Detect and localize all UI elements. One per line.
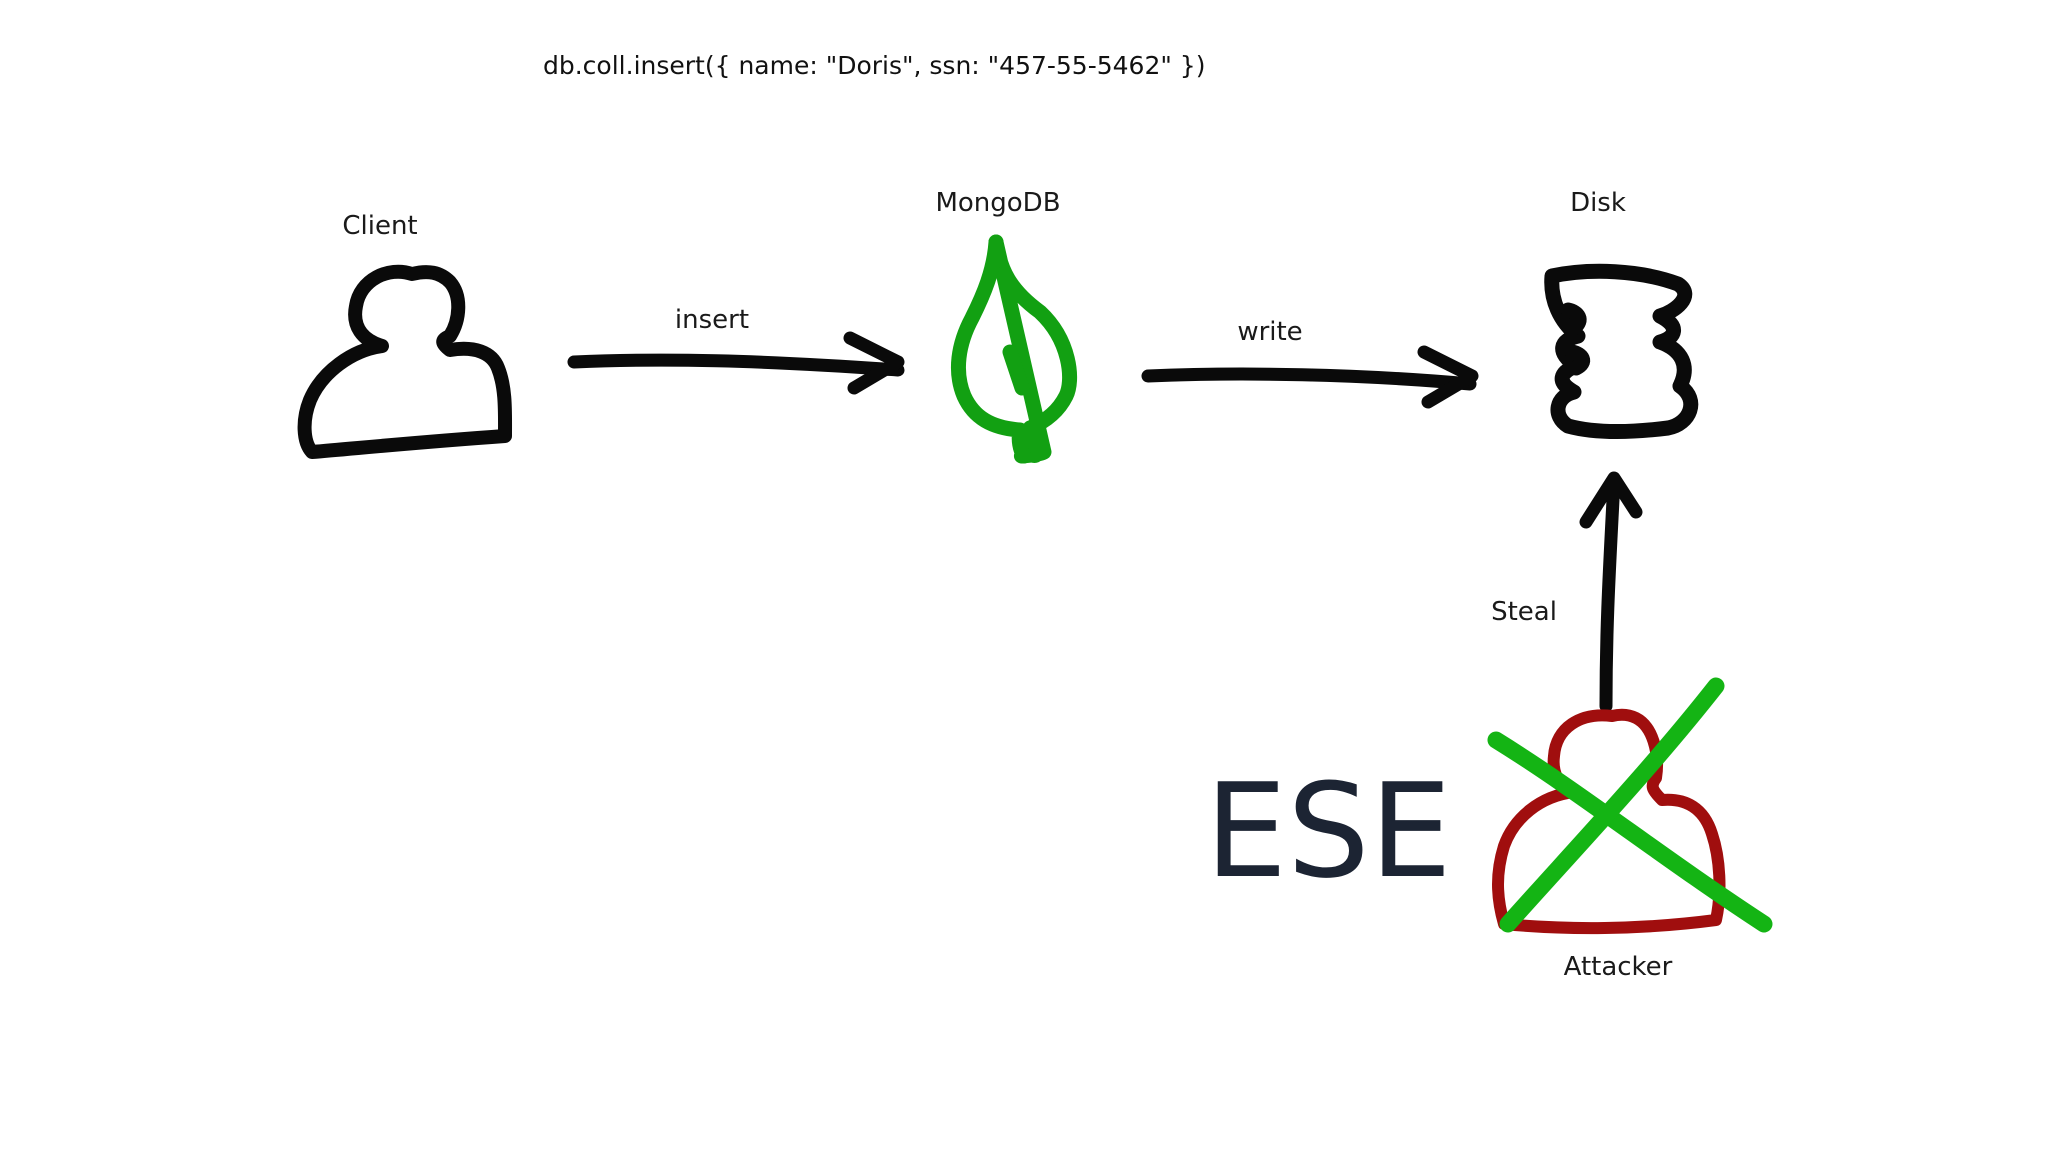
attacker-label: Attacker: [1564, 952, 1673, 982]
write-arrow: [1141, 345, 1479, 409]
code-line: db.coll.insert({ name: "Doris", ssn: "45…: [543, 51, 1205, 80]
write-edge-label: write: [1237, 317, 1302, 347]
steal-edge-label: Steal: [1491, 597, 1557, 627]
ese-label: ESE: [1205, 755, 1452, 907]
client-label: Client: [342, 211, 417, 241]
disk-label: Disk: [1570, 188, 1626, 218]
insert-arrow: [567, 331, 905, 395]
insert-edge-label: insert: [675, 305, 749, 335]
disk-icon: [1544, 263, 1699, 440]
mongodb-label: MongoDB: [935, 188, 1060, 218]
client-person-icon: [297, 264, 513, 459]
blocked-cross-icon: [1487, 677, 1773, 933]
steal-arrow: [1579, 471, 1643, 713]
mongodb-leaf-icon: [950, 234, 1078, 464]
